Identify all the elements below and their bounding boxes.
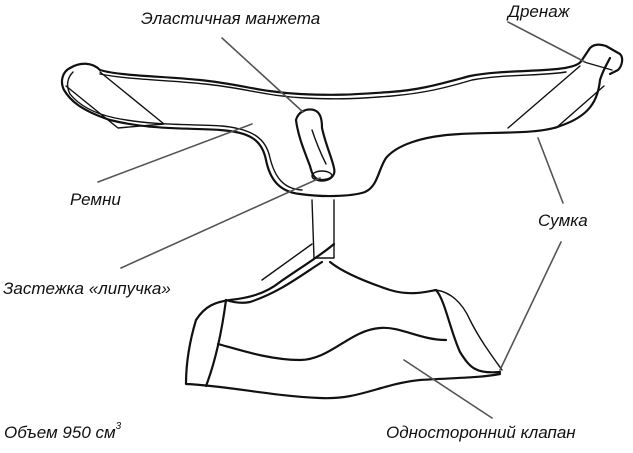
leader-velcro (120, 177, 321, 269)
label-pouch: Сумка (538, 211, 588, 230)
leader-one-way-valve (403, 359, 493, 419)
leader-pouch-lower (499, 241, 562, 371)
pouch-drawing (184, 242, 503, 400)
label-volume-text: Объем 950 см (4, 423, 116, 442)
label-volume: Объем 950 см3 (4, 421, 122, 442)
label-volume-superscript: 3 (115, 421, 122, 432)
label-drainage: Дренаж (508, 2, 570, 21)
leader-lines (97, 21, 586, 419)
leader-drainage (507, 21, 586, 63)
label-one-way-valve: Односторонний клапан (386, 423, 576, 442)
elastic-cuff-drawing (294, 108, 336, 182)
leader-elastic-cuff (221, 37, 304, 113)
leader-pouch-upper (537, 137, 564, 204)
label-straps: Ремни (70, 190, 121, 209)
belt-straps (60, 43, 624, 198)
velcro-strip (311, 199, 335, 259)
label-velcro-fastener: Застежка «липучка» (3, 279, 171, 298)
leader-straps (97, 123, 253, 183)
label-elastic-cuff: Эластичная манжета (141, 9, 321, 28)
